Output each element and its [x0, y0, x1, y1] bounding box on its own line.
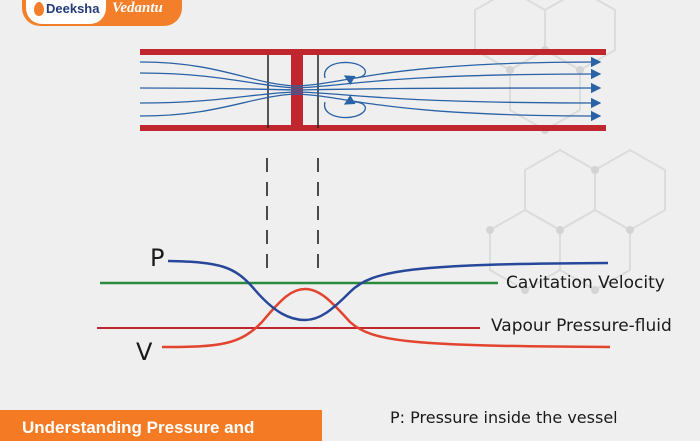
- pipe-wall-bottom: [140, 125, 606, 131]
- pressure-curve: [167, 259, 609, 322]
- vapour-pressure-label: Vapour Pressure-fluid: [491, 316, 672, 336]
- pipe-wall-top: [140, 49, 606, 55]
- velocity-curve-label: V: [136, 338, 153, 366]
- pressure-curve-label: P: [150, 244, 165, 272]
- title-banner-text: Understanding Pressure and: [22, 418, 255, 437]
- streamline: [139, 68, 602, 89]
- streamline: [139, 93, 602, 122]
- streamline: [139, 91, 602, 109]
- cavitation-velocity-label: Cavitation Velocity: [506, 273, 665, 293]
- velocity-curve: [161, 287, 611, 349]
- logo-text-deeksha: Deeksha: [46, 1, 100, 16]
- eddy-bottom: [324, 94, 366, 119]
- eddy-top: [324, 61, 366, 86]
- title-banner: [0, 410, 322, 441]
- streamline: [139, 56, 602, 87]
- logo-text-vedantu: Vedantu: [112, 0, 163, 16]
- legend-pressure-text: P: Pressure inside the vessel: [390, 408, 618, 427]
- streamline: [139, 82, 602, 94]
- flame-icon: [34, 2, 44, 16]
